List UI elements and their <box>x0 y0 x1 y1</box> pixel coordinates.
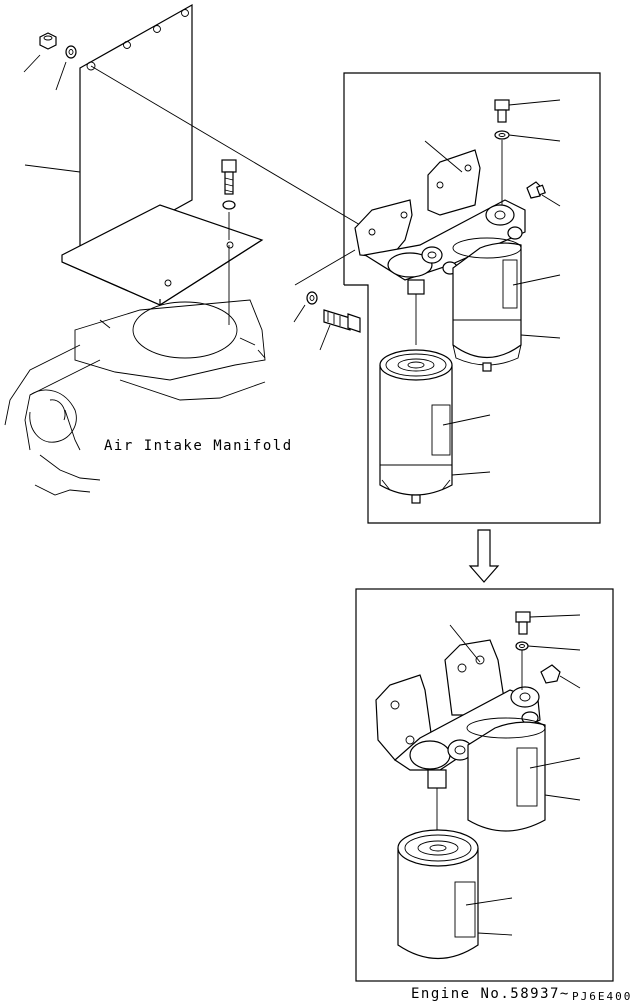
fuel-filter-rear-top <box>452 237 561 372</box>
engine-number-label: Engine No.58937~ <box>411 986 570 1002</box>
fuel-filter-rear-bottom <box>466 717 581 832</box>
air-bleed-plug <box>526 181 561 207</box>
fuel-filter-front-top <box>379 349 491 504</box>
washer-part-2 <box>293 291 318 323</box>
filter-box-bottom <box>355 588 614 982</box>
bolt-small-bottom <box>515 611 581 690</box>
head-leader-bottom <box>449 624 481 663</box>
fuel-filter-front-bottom <box>397 829 513 960</box>
washer-part <box>55 45 77 91</box>
assembly-line <box>90 65 373 233</box>
head-leader <box>424 140 463 173</box>
mounting-bracket <box>61 3 264 306</box>
bolt-line-2 <box>294 249 356 286</box>
bolt-part <box>221 159 237 240</box>
down-arrow-icon <box>468 529 500 583</box>
filter-head-top <box>354 149 526 345</box>
air-intake-manifold <box>4 299 266 496</box>
bracket-leader <box>24 164 81 173</box>
bolt-part-2 <box>319 309 361 351</box>
air-bleed-plug-bottom <box>540 664 581 689</box>
manifold-label: Air Intake Manifold <box>104 438 293 454</box>
nut-part <box>23 32 57 73</box>
drawing-code: PJ6E400 <box>572 990 632 1003</box>
bolt-small-top <box>494 99 561 205</box>
filter-box-top <box>343 72 601 524</box>
